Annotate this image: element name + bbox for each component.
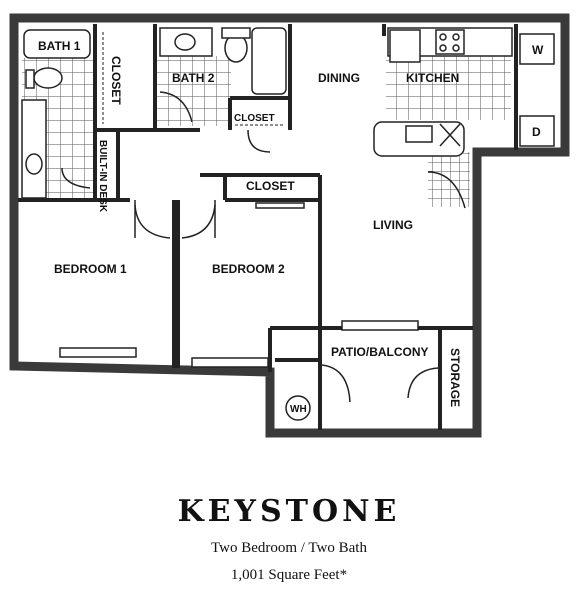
windows	[59, 202, 419, 368]
storage-label: STORAGE	[448, 348, 462, 407]
kitchen-label: KITCHEN	[406, 71, 459, 85]
living-label: LIVING	[373, 218, 413, 232]
washer-label: W	[532, 43, 544, 57]
closet-bath2-label: CLOSET	[234, 113, 275, 124]
closet-bed2-label: CLOSET	[246, 179, 295, 193]
bath1-label: BATH 1	[38, 39, 81, 53]
patio-label: PATIO/BALCONY	[331, 345, 429, 359]
door-swings	[61, 91, 466, 403]
bedroom1-label: BEDROOM 1	[54, 262, 127, 276]
floor-plan: BATH 1 CLOSET BATH 2 DINING KITCHEN W D …	[9, 13, 570, 438]
kitchen-tile	[386, 56, 511, 120]
water-heater-label: WH	[290, 404, 307, 415]
closet-hall-label: CLOSET	[109, 56, 123, 105]
plan-subtitle: Two Bedroom / Two Bath	[211, 540, 367, 556]
plan-area: 1,001 Square Feet*	[230, 567, 348, 583]
plan-name: KEYSTONE	[177, 494, 401, 529]
dryer-label: D	[532, 125, 541, 139]
bath2-label: BATH 2	[172, 71, 215, 85]
closet-rods	[102, 32, 285, 126]
fixtures	[21, 27, 555, 421]
bath2-tile	[157, 56, 231, 126]
bedroom2-label: BEDROOM 2	[212, 262, 285, 276]
dining-label: DINING	[318, 71, 360, 85]
builtin-desk-label: BUILT-IN DESK	[97, 140, 108, 213]
